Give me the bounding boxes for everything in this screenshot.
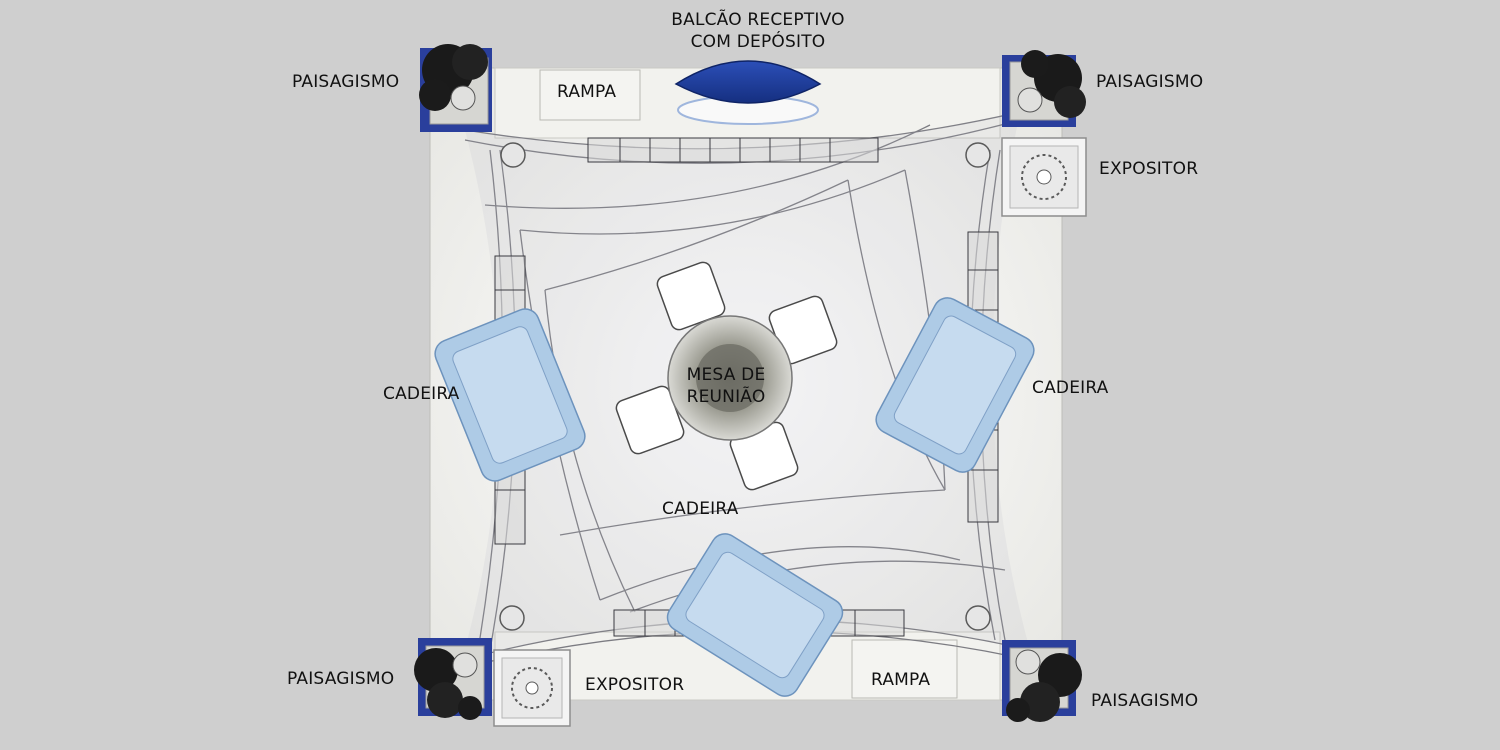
- label-chair-left: CADEIRA: [383, 384, 460, 404]
- label-reception-counter-line1: BALCÃO RECEPTIVO: [671, 10, 845, 30]
- label-landscaping-top-left: PAISAGISMO: [292, 72, 400, 92]
- label-ramp-bottom: RAMPA: [871, 670, 931, 690]
- label-display-unit-bottom: EXPOSITOR: [585, 675, 685, 695]
- label-landscaping-top-right: PAISAGISMO: [1096, 72, 1204, 92]
- ramp-bottom: [851, 639, 958, 699]
- planter-bottom-left: [414, 638, 492, 720]
- label-chair-right: CADEIRA: [1032, 378, 1109, 398]
- label-display-unit-right: EXPOSITOR: [1099, 159, 1199, 179]
- ramp-top: [539, 69, 641, 121]
- lounge-chair-right: [875, 297, 1035, 473]
- reception-counter: [674, 60, 822, 125]
- label-meeting-table-line2: REUNIÃO: [686, 387, 766, 407]
- meeting-chairs: [615, 261, 838, 491]
- label-meeting-table: MESA DE REUNIÃO: [666, 364, 786, 408]
- planter-bottom-right: [1002, 640, 1082, 722]
- label-landscaping-bottom-right: PAISAGISMO: [1091, 691, 1199, 711]
- label-reception-counter: BALCÃO RECEPTIVO COM DEPÓSITO: [648, 9, 868, 53]
- label-ramp-top: RAMPA: [557, 82, 617, 102]
- display-unit-right: [1001, 137, 1087, 217]
- planter-top-left: [419, 44, 492, 132]
- label-landscaping-bottom-left: PAISAGISMO: [287, 669, 395, 689]
- display-unit-bottom: [493, 649, 571, 727]
- label-reception-counter-line2: COM DEPÓSITO: [690, 32, 826, 52]
- planter-top-right: [1002, 50, 1086, 127]
- meeting-table: [667, 315, 793, 441]
- structure-posts: [499, 142, 991, 631]
- label-chair-bottom: CADEIRA: [662, 499, 739, 519]
- lounge-chair-bottom: [666, 533, 844, 697]
- lounge-chair-left: [434, 308, 586, 482]
- label-meeting-table-line1: MESA DE: [686, 365, 766, 385]
